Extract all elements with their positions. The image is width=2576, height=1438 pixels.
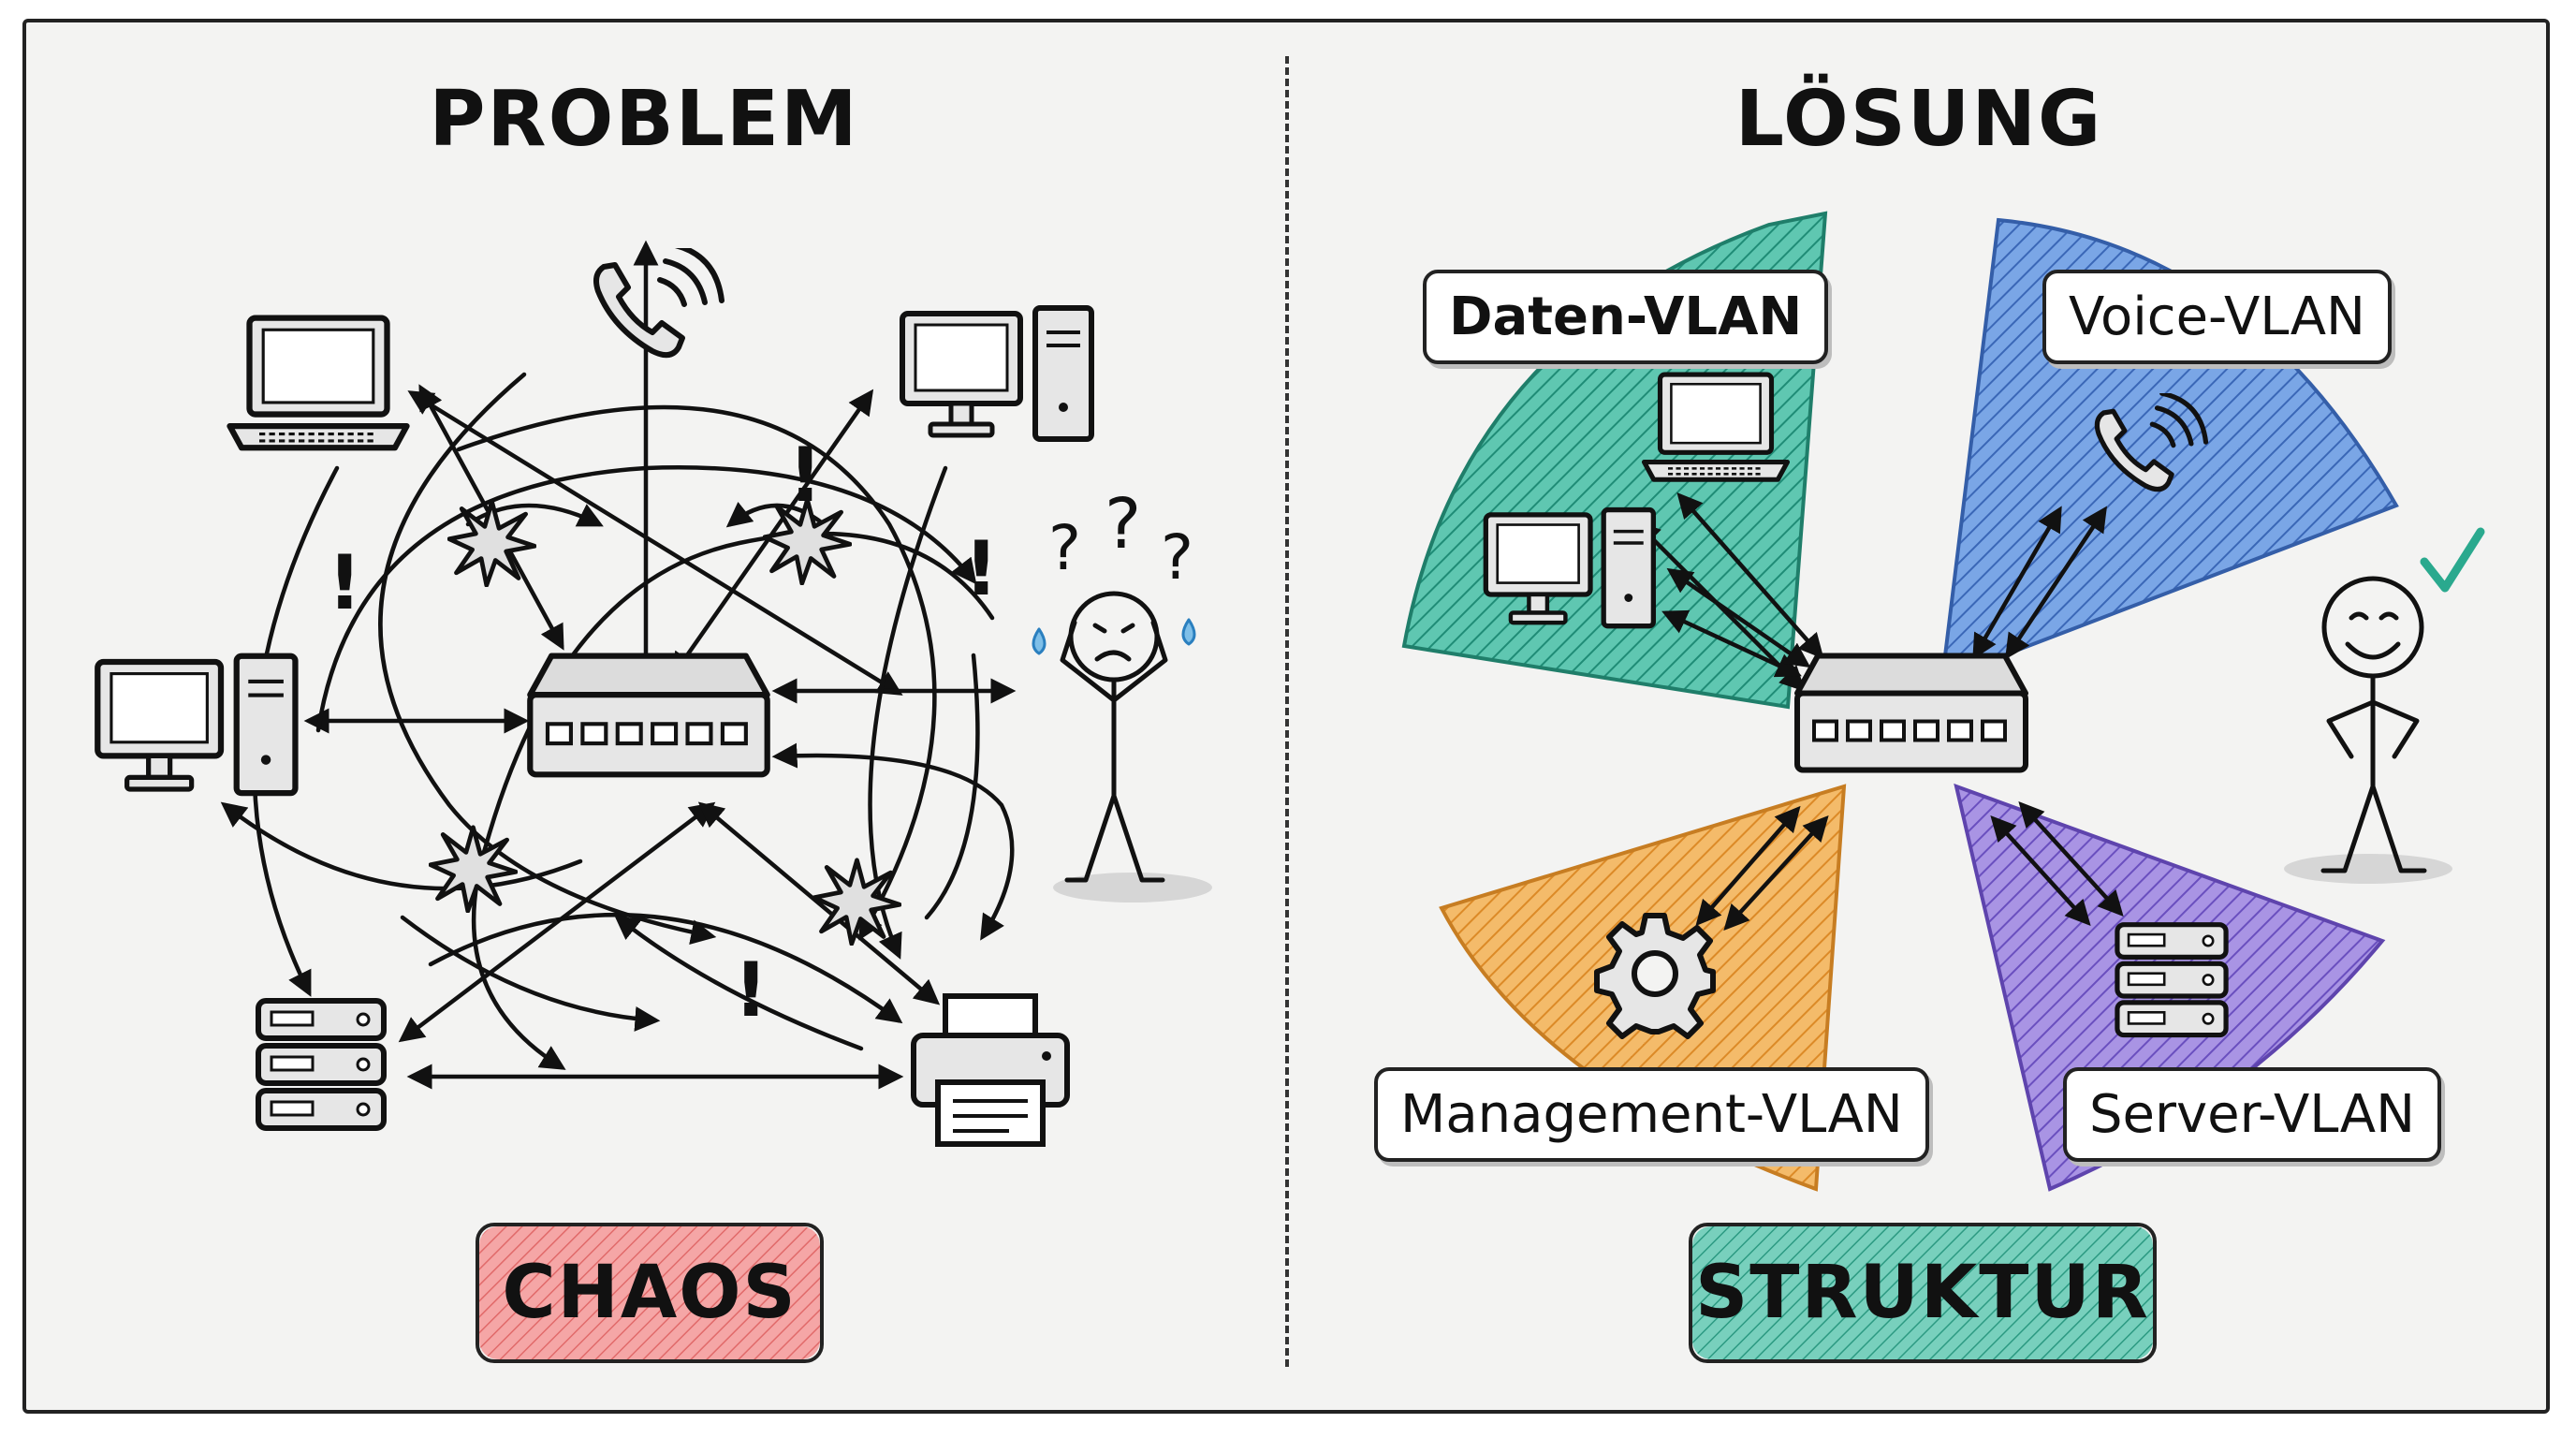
desktop-icon bbox=[97, 656, 295, 793]
chaos-arrows bbox=[220, 240, 1017, 1090]
alert-mark: ! bbox=[788, 432, 822, 519]
problem-panel: ! ! ! ! ? ? ? bbox=[97, 240, 1212, 1144]
chaos-tag: CHAOS bbox=[476, 1223, 824, 1363]
management-vlan-label: Management-VLAN bbox=[1374, 1067, 1929, 1162]
explosion-icon bbox=[431, 828, 516, 911]
voice-vlan-label: Voice-VLAN bbox=[2042, 270, 2392, 364]
struktur-tag: STRUKTUR bbox=[1689, 1223, 2157, 1363]
phone-icon bbox=[596, 244, 722, 355]
server-icon bbox=[2117, 925, 2226, 1035]
laptop-icon bbox=[1645, 374, 1788, 479]
daten-vlan-label: Daten-VLAN bbox=[1423, 270, 1829, 364]
desktop-icon bbox=[902, 308, 1091, 439]
checkmark-icon bbox=[2420, 527, 2485, 593]
question-mark: ? bbox=[1161, 521, 1193, 594]
printer-icon bbox=[914, 996, 1067, 1144]
stickman-happy bbox=[2284, 576, 2452, 884]
switch-icon bbox=[530, 656, 767, 775]
struktur-tag-fill bbox=[1692, 1226, 2153, 1359]
server-vlan-label: Server-VLAN bbox=[2063, 1067, 2441, 1162]
alert-mark: ! bbox=[964, 525, 998, 612]
solution-title: LÖSUNG bbox=[1734, 75, 2103, 164]
problem-title: PROBLEM bbox=[429, 75, 859, 164]
server-icon bbox=[258, 1001, 384, 1128]
stickman-stressed bbox=[1032, 591, 1212, 902]
alert-mark: ! bbox=[328, 539, 361, 626]
explosion-icon bbox=[814, 860, 900, 944]
laptop-icon bbox=[230, 318, 407, 448]
switch-icon bbox=[1797, 656, 2026, 770]
question-mark: ? bbox=[1048, 512, 1081, 584]
panel-divider bbox=[1285, 56, 1289, 1367]
vlan-arrows bbox=[1634, 492, 2124, 931]
question-mark: ? bbox=[1105, 484, 1141, 565]
alert-mark: ! bbox=[734, 946, 768, 1034]
gear-icon bbox=[1597, 916, 1713, 1036]
chaos-tag-fill bbox=[479, 1226, 820, 1359]
